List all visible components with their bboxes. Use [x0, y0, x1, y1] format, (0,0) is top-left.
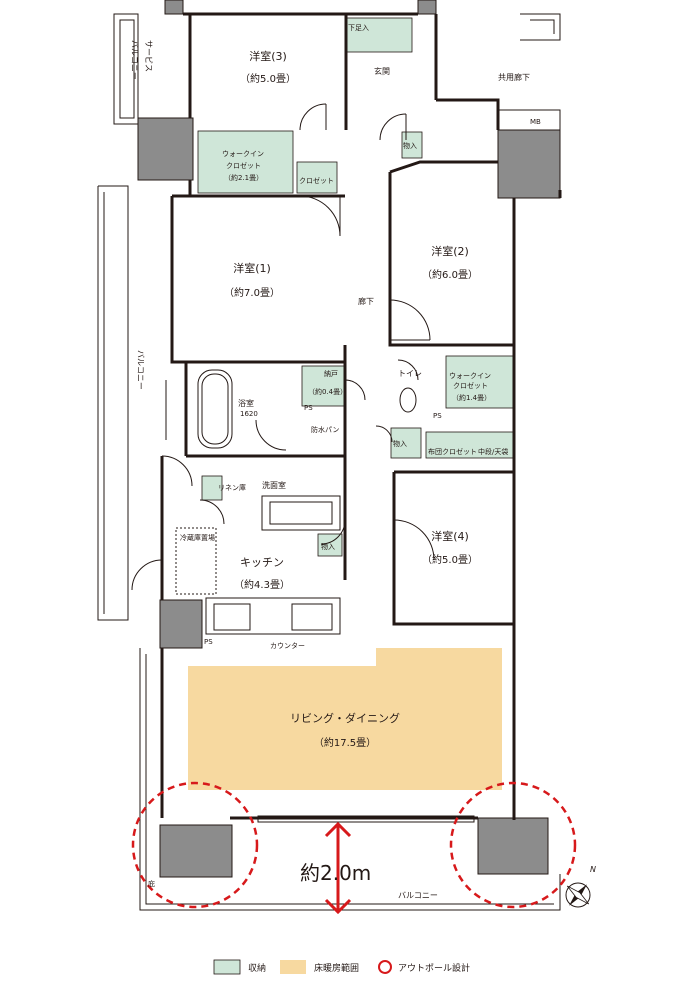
wic2-area: [445, 355, 515, 409]
western1-name: 洋室(1): [233, 261, 271, 275]
legend-storage-swatch: [213, 959, 241, 975]
ps-label-3: PS: [204, 638, 213, 646]
wic2-name: ウォークイン: [449, 372, 491, 380]
pillar-top: [164, 0, 184, 15]
common-corridor-label: 共用廊下: [498, 72, 530, 82]
kitchen-name: キッチン: [240, 556, 284, 569]
legend-heat-swatch: [280, 960, 306, 974]
monoire2-area: [390, 427, 422, 459]
legend-storage-label: 収納: [248, 962, 266, 974]
pillar-top-right: [417, 0, 437, 15]
width-label: 約2.0m: [300, 861, 371, 885]
washroom-label: 洗面室: [262, 480, 286, 490]
legend-outpole-icon: [378, 960, 392, 974]
width-arrow: [324, 821, 352, 915]
chudan-label: 中段/天袋: [478, 447, 508, 456]
linen-label: リネン庫: [218, 483, 246, 492]
bath-size: 1620: [240, 410, 258, 418]
north-label: N: [590, 865, 596, 874]
pillar-bottom-right: [477, 817, 549, 875]
balcony-bottom-label: バルコニー: [398, 891, 438, 900]
geta-label: 下足入: [348, 24, 369, 32]
fridge-label: 冷蔵庫置場: [180, 533, 215, 542]
balcony-outlines: [97, 13, 561, 911]
wic1-area: [197, 130, 294, 194]
ps-label-1: PS: [304, 404, 313, 412]
counter-label: カウンター: [270, 641, 305, 650]
service-balcony-label-2: バルコニー: [130, 40, 139, 80]
western3-name: 洋室(3): [249, 49, 287, 63]
pillar-bottom-left: [159, 824, 233, 878]
wic2-size: （約1.4畳）: [452, 393, 491, 402]
outpole-circle-right: [449, 781, 577, 909]
futon-closet-label: 布団クロゼット: [428, 447, 477, 456]
geta-area: [346, 17, 413, 53]
interior-lines: [131, 103, 475, 823]
legend: 収納 床暖房範囲 アウトポール設計: [213, 959, 470, 975]
western3-size: （約5.0畳）: [240, 72, 296, 85]
monoire1-label: 物入: [403, 141, 417, 150]
western2-name: 洋室(2): [431, 244, 469, 258]
living-name: リビング・ダイニング: [290, 711, 400, 725]
entrance-label: 玄関: [374, 66, 390, 76]
monoire1-area: [401, 131, 423, 159]
wic1-name2: クロゼット: [226, 161, 261, 170]
western1-size: （約7.0畳）: [224, 286, 280, 299]
pillar-right-upper: [497, 129, 561, 199]
drain-label: 庇: [148, 879, 155, 888]
nando-size: （約0.4畳）: [308, 387, 347, 396]
service-balcony-label-1: サービス: [144, 40, 153, 72]
monoire3-label: 物入: [321, 542, 335, 551]
toilet-label: トイレ: [398, 369, 422, 378]
legend-heat-label: 床暖房範囲: [314, 962, 359, 974]
closet-area: [296, 161, 338, 194]
wic1-size: （約2.1畳）: [224, 173, 263, 182]
nando-area: [301, 365, 347, 407]
compass-icon: [565, 882, 591, 908]
western4-size: （約5.0畳）: [422, 553, 478, 566]
balcony-side-label: バルコニー: [136, 350, 145, 390]
monoire2-label: 物入: [393, 439, 407, 448]
pillar-left-mid: [159, 599, 203, 649]
western2-size: （約6.0畳）: [422, 268, 478, 281]
kitchen-size: （約4.3畳）: [234, 578, 290, 591]
futon-area: [425, 431, 515, 459]
waterproof-pan-label: 防水パン: [311, 425, 339, 434]
wic1-name: ウォークイン: [222, 150, 264, 158]
outpole-circle-left: [131, 781, 259, 909]
bath-name: 浴室: [238, 398, 254, 408]
mb-label: MB: [530, 118, 541, 126]
legend-outpole-label: アウトポール設計: [398, 962, 470, 974]
closet-label: クロゼット: [299, 176, 334, 185]
western4-name: 洋室(4): [431, 529, 469, 543]
floor-heating-area: [188, 648, 502, 790]
pillar-top-left: [137, 117, 194, 181]
ps-label-2: PS: [433, 412, 442, 420]
wic2-name2: クロゼット: [453, 381, 488, 390]
living-size: （約17.5畳）: [314, 736, 376, 749]
outer-walls: [160, 12, 562, 820]
corridor-label: 廊下: [358, 296, 374, 306]
nando-name: 納戸: [324, 369, 338, 378]
linen-area: [201, 475, 223, 501]
monoire3-area: [317, 533, 343, 557]
